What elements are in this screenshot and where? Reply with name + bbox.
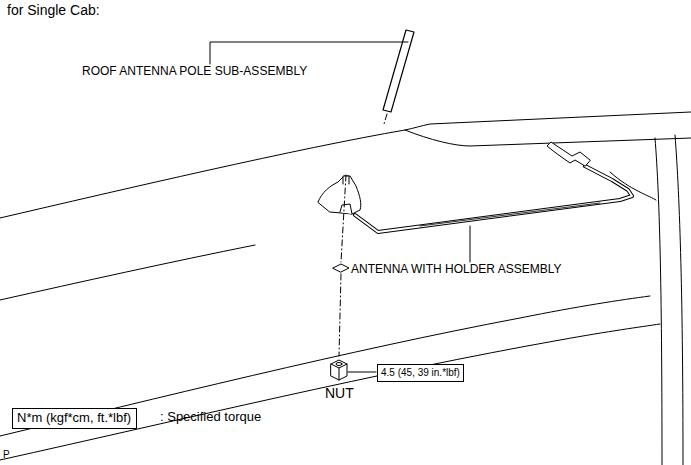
figure-code: P	[3, 449, 10, 461]
leader-line	[348, 372, 376, 373]
pillar-line	[655, 138, 662, 465]
antenna-cable	[355, 166, 632, 232]
antenna-cable	[355, 166, 632, 232]
antenna-base	[318, 176, 361, 214]
pillar-line	[675, 135, 683, 465]
leader-line	[470, 226, 471, 262]
diagram-title: for Single Cab:	[7, 2, 100, 18]
leader-line	[210, 42, 408, 64]
node-text: 4.5 (45, 39 in.*lbf)	[381, 367, 460, 379]
part-name: NUT	[325, 385, 354, 401]
nut-symbol	[331, 360, 347, 380]
nut-symbol	[336, 363, 342, 366]
torque-box: 4.5 (45, 39 in.*lbf)	[377, 364, 464, 382]
unit-box: N*m (kgf*cm, ft.*lbf)	[12, 408, 137, 429]
part-name: ROOF ANTENNA POLE SUB-ASSEMBLY	[82, 65, 307, 79]
antenna-base	[340, 204, 352, 214]
cable-connector	[547, 142, 590, 166]
washer	[333, 264, 349, 272]
roof-panel-line	[0, 245, 255, 300]
roof-edge	[0, 296, 650, 436]
antenna-cable	[420, 203, 600, 226]
assembly-line	[339, 114, 387, 356]
roof-edge	[405, 130, 691, 146]
nut-symbol	[331, 364, 347, 380]
node-text: N*m (kgf*cm, ft.*lbf)	[17, 411, 132, 426]
roof-edge	[0, 324, 660, 460]
part-name: ANTENNA WITH HOLDER ASSEMBLY	[351, 263, 562, 277]
legend-text: : Specified torque	[160, 410, 261, 425]
